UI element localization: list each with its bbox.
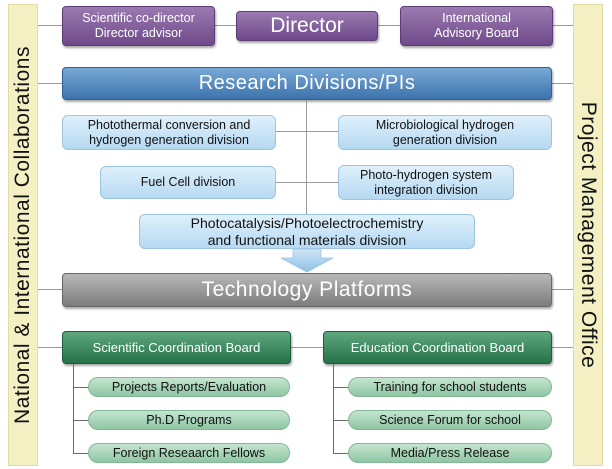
phd-programs-item: Ph.D Programs: [88, 410, 290, 430]
co-director-box: Scientific co-director Director advisor: [62, 6, 215, 46]
science-forum-item: Science Forum for school: [348, 410, 552, 430]
training-item: Training for school students: [348, 377, 552, 397]
fuel-cell-division: Fuel Cell division: [100, 166, 276, 199]
microbiological-line1: Microbiological hydrogen: [375, 117, 515, 132]
left-sidebar-label: National & International Collaborations: [11, 46, 34, 424]
co-director-line1: Scientific co-director: [82, 11, 195, 25]
connector-boards: [38, 347, 573, 348]
photo-hydrogen-line2: integration division: [374, 182, 478, 197]
advisory-board-line1: International: [442, 11, 511, 25]
director-box: Director: [236, 11, 378, 41]
co-director-line2: Director advisor: [94, 26, 183, 40]
advisory-board-line2: Advisory Board: [434, 26, 519, 40]
scientific-branch-1: [73, 387, 89, 388]
education-branch-2: [333, 420, 349, 421]
microbiological-division: Microbiological hydrogen generation divi…: [338, 115, 552, 150]
technology-platforms-bar: Technology Platforms: [62, 273, 552, 307]
projects-reports-item: Projects Reports/Evaluation: [88, 377, 290, 397]
left-sidebar: National & International Collaborations: [8, 4, 38, 466]
fuel-cell-label: Fuel Cell division: [140, 175, 236, 189]
photocatalysis-division: Photocatalysis/Photoelectrochemistry and…: [139, 214, 475, 249]
technology-platforms-title: Technology Platforms: [201, 278, 413, 301]
research-divisions-title: Research Divisions/PIs: [198, 72, 416, 94]
science-forum-label: Science Forum for school: [379, 413, 521, 427]
down-arrow-icon: [280, 249, 334, 273]
media-press-item: Media/Press Release: [348, 443, 552, 463]
right-sidebar-label: Project Management Office: [577, 101, 600, 369]
foreign-fellows-label: Foreign Reseaarch Fellows: [112, 446, 266, 460]
photothermal-line1: Photothermal conversion and: [87, 117, 251, 132]
research-divisions-bar: Research Divisions/PIs: [62, 67, 552, 100]
education-branch-3: [333, 453, 349, 454]
education-branch-1: [333, 387, 349, 388]
scientific-branch-2: [73, 420, 89, 421]
photocatalysis-line2: and functional materials division: [207, 231, 407, 248]
photo-hydrogen-line1: Photo-hydrogen system: [359, 167, 492, 182]
education-board-bar: Education Coordination Board: [323, 331, 552, 364]
director-label: Director: [270, 14, 344, 37]
education-tree-trunk: [333, 364, 334, 454]
media-press-label: Media/Press Release: [390, 446, 510, 460]
scientific-branch-3: [73, 453, 89, 454]
right-sidebar: Project Management Office: [573, 4, 603, 466]
photo-hydrogen-division: Photo-hydrogen system integration divisi…: [338, 165, 514, 200]
division-trunk: [306, 100, 307, 216]
scientific-board-title: Scientific Coordination Board: [92, 340, 261, 355]
division-branch-1: [275, 131, 339, 132]
foreign-fellows-item: Foreign Reseaarch Fellows: [88, 443, 290, 463]
phd-programs-label: Ph.D Programs: [146, 413, 232, 427]
photothermal-line2: hydrogen generation division: [89, 132, 249, 147]
projects-reports-label: Projects Reports/Evaluation: [111, 380, 267, 394]
advisory-board-box: International Advisory Board: [400, 6, 553, 46]
scientific-tree-trunk: [73, 364, 74, 454]
photothermal-division: Photothermal conversion and hydrogen gen…: [62, 115, 276, 150]
division-branch-2: [276, 182, 338, 183]
photocatalysis-line1: Photocatalysis/Photoelectrochemistry: [190, 214, 424, 231]
microbiological-line2: generation division: [392, 132, 498, 147]
scientific-board-bar: Scientific Coordination Board: [62, 331, 291, 364]
education-board-title: Education Coordination Board: [350, 340, 525, 355]
training-label: Training for school students: [373, 380, 527, 394]
